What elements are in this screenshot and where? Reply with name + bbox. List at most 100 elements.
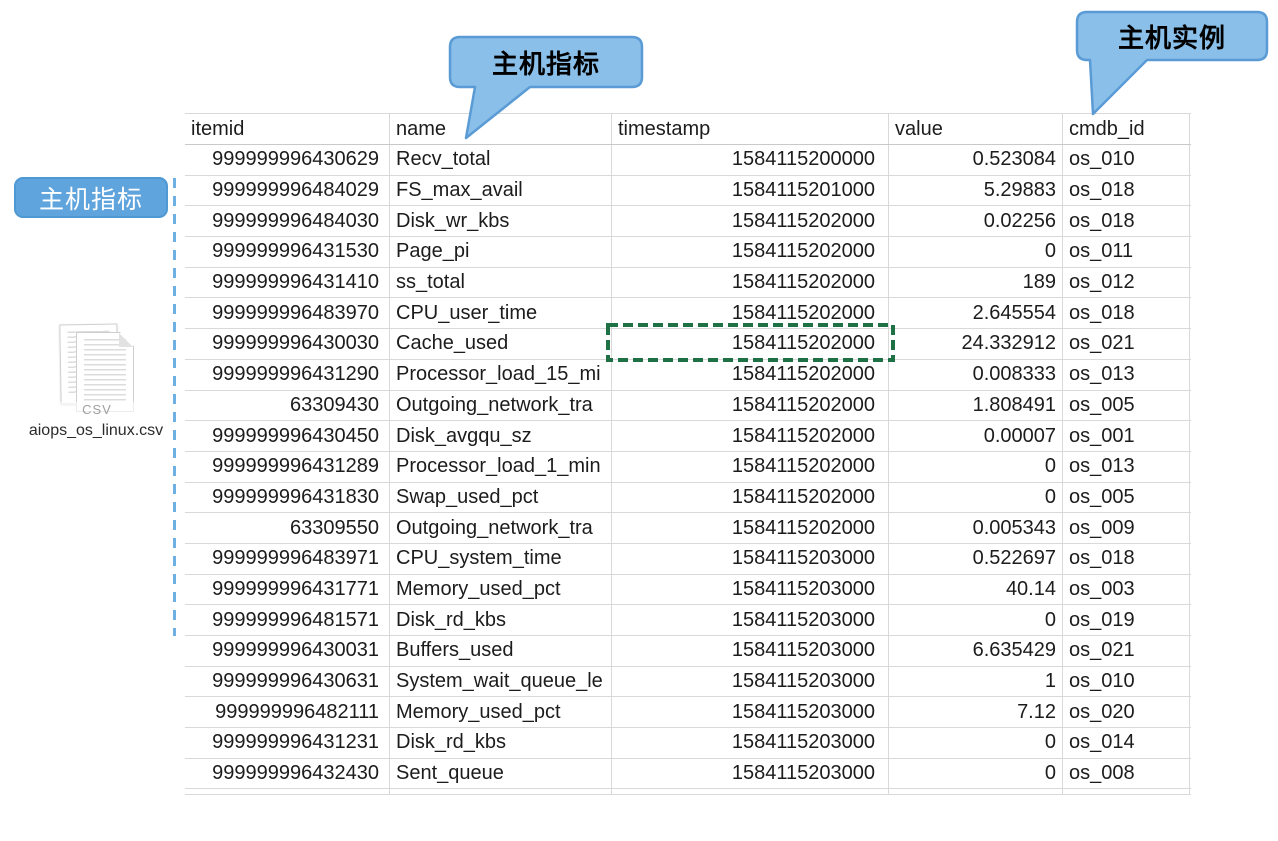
table-cell[interactable]: 2.645554 xyxy=(889,298,1063,329)
table-cell[interactable]: os_003 xyxy=(1063,574,1190,605)
table-cell[interactable]: 24.332912 xyxy=(889,329,1063,359)
table-cell[interactable]: 999999996481571 xyxy=(185,605,390,635)
table-cell[interactable]: 63309550 xyxy=(185,513,390,543)
table-cell[interactable]: os_018 xyxy=(1063,175,1190,206)
table-cell[interactable]: 1584115202000 xyxy=(612,329,889,359)
table-cell[interactable]: 0.02256 xyxy=(889,206,1063,237)
table-cell[interactable]: ss_total xyxy=(390,267,612,298)
table-cell[interactable]: 1.808491 xyxy=(889,390,1063,421)
table-cell[interactable]: 1584115200000 xyxy=(612,145,889,175)
table-cell[interactable]: os_014 xyxy=(1063,728,1190,758)
table-cell[interactable]: 999999996484030 xyxy=(185,206,390,237)
table-cell[interactable]: Outgoing_network_tra xyxy=(390,390,612,421)
table-cell[interactable]: Cache_used xyxy=(390,329,612,359)
table-cell[interactable]: 0.523084 xyxy=(889,145,1063,175)
table-cell[interactable]: os_012 xyxy=(1063,267,1190,298)
table-cell[interactable]: 1584115202000 xyxy=(612,451,889,482)
table-cell[interactable]: 999999996431410 xyxy=(185,267,390,298)
table-cell[interactable]: 0 xyxy=(889,758,1063,789)
table-cell[interactable]: os_011 xyxy=(1063,237,1190,267)
table-cell[interactable]: 0 xyxy=(889,237,1063,267)
table-cell[interactable]: 0 xyxy=(889,451,1063,482)
table-cell[interactable]: os_019 xyxy=(1063,605,1190,635)
table-cell[interactable]: 999999996430631 xyxy=(185,666,390,697)
table-cell[interactable]: os_005 xyxy=(1063,482,1190,513)
table-cell[interactable]: os_018 xyxy=(1063,543,1190,574)
table-cell[interactable]: os_005 xyxy=(1063,390,1190,421)
table-cell[interactable]: 0.008333 xyxy=(889,359,1063,390)
column-header-cmdb_id[interactable]: cmdb_id xyxy=(1063,114,1190,144)
table-cell[interactable]: 1584115203000 xyxy=(612,605,889,635)
table-cell[interactable]: 0.005343 xyxy=(889,513,1063,543)
table-cell[interactable]: 189 xyxy=(889,267,1063,298)
table-cell[interactable]: FS_max_avail xyxy=(390,175,612,206)
table-cell[interactable]: 999999996431830 xyxy=(185,482,390,513)
table-cell[interactable]: 999999996483970 xyxy=(185,298,390,329)
table-cell[interactable]: 0.00007 xyxy=(889,421,1063,451)
table-cell[interactable]: 1584115202000 xyxy=(612,390,889,421)
table-cell[interactable]: System_wait_queue_le xyxy=(390,666,612,697)
table-cell[interactable]: 1584115203000 xyxy=(612,543,889,574)
table-cell[interactable]: CPU_system_time xyxy=(390,543,612,574)
table-cell[interactable]: 999999996484029 xyxy=(185,175,390,206)
table-cell[interactable]: Memory_used_pct xyxy=(390,574,612,605)
table-cell[interactable]: 999999996432430 xyxy=(185,758,390,789)
table-cell[interactable]: os_010 xyxy=(1063,666,1190,697)
table-cell[interactable]: 1 xyxy=(889,666,1063,697)
table-cell[interactable]: Page_pi xyxy=(390,237,612,267)
table-cell[interactable]: 999999996431231 xyxy=(185,728,390,758)
table-cell[interactable]: 6.635429 xyxy=(889,636,1063,666)
table-cell[interactable]: 1584115203000 xyxy=(612,636,889,666)
table-cell[interactable]: os_008 xyxy=(1063,758,1190,789)
table-cell[interactable]: 999999996431530 xyxy=(185,237,390,267)
table-cell[interactable]: Disk_rd_kbs xyxy=(390,605,612,635)
table-cell[interactable]: os_020 xyxy=(1063,697,1190,728)
table-cell[interactable]: os_013 xyxy=(1063,359,1190,390)
table-cell[interactable]: 999999996483971 xyxy=(185,543,390,574)
table-cell[interactable]: 0 xyxy=(889,605,1063,635)
table-cell[interactable]: Disk_avgqu_sz xyxy=(390,421,612,451)
table-cell[interactable]: Swap_used_pct xyxy=(390,482,612,513)
table-cell[interactable]: Outgoing_network_tra xyxy=(390,513,612,543)
table-cell[interactable]: os_001 xyxy=(1063,421,1190,451)
table-cell[interactable]: 0 xyxy=(889,482,1063,513)
table-cell[interactable]: 999999996430030 xyxy=(185,329,390,359)
table-cell[interactable]: 7.12 xyxy=(889,697,1063,728)
table-cell[interactable]: 1584115202000 xyxy=(612,482,889,513)
table-cell[interactable]: 1584115201000 xyxy=(612,175,889,206)
column-header-name[interactable]: name xyxy=(390,114,612,144)
table-cell[interactable]: 1584115202000 xyxy=(612,267,889,298)
table-cell[interactable]: 999999996431289 xyxy=(185,451,390,482)
column-header-itemid[interactable]: itemid xyxy=(185,114,390,144)
column-header-timestamp[interactable]: timestamp xyxy=(612,114,889,144)
table-cell[interactable]: Processor_load_1_min xyxy=(390,451,612,482)
table-cell[interactable]: os_009 xyxy=(1063,513,1190,543)
table-cell[interactable]: 1584115203000 xyxy=(612,697,889,728)
table-cell[interactable]: 999999996430450 xyxy=(185,421,390,451)
table-cell[interactable]: 999999996430031 xyxy=(185,636,390,666)
table-cell[interactable]: 0.522697 xyxy=(889,543,1063,574)
table-cell[interactable]: Processor_load_15_mi xyxy=(390,359,612,390)
table-cell[interactable]: os_021 xyxy=(1063,329,1190,359)
table-cell[interactable]: Sent_queue xyxy=(390,758,612,789)
table-cell[interactable]: Disk_rd_kbs xyxy=(390,728,612,758)
table-cell[interactable]: 5.29883 xyxy=(889,175,1063,206)
table-cell[interactable]: 40.14 xyxy=(889,574,1063,605)
table-cell[interactable]: 1584115203000 xyxy=(612,728,889,758)
table-cell[interactable]: os_010 xyxy=(1063,145,1190,175)
table-cell[interactable]: os_021 xyxy=(1063,636,1190,666)
table-cell[interactable]: 1584115202000 xyxy=(612,359,889,390)
table-cell[interactable]: 1584115203000 xyxy=(612,758,889,789)
table-cell[interactable]: 999999996430629 xyxy=(185,145,390,175)
table-cell[interactable]: os_018 xyxy=(1063,298,1190,329)
table-cell[interactable]: os_018 xyxy=(1063,206,1190,237)
table-cell[interactable]: 1584115203000 xyxy=(612,666,889,697)
table-cell[interactable]: 1584115202000 xyxy=(612,421,889,451)
table-cell[interactable]: 0 xyxy=(889,728,1063,758)
table-cell[interactable]: 999999996431290 xyxy=(185,359,390,390)
table-cell[interactable]: Buffers_used xyxy=(390,636,612,666)
table-cell[interactable]: 63309430 xyxy=(185,390,390,421)
table-cell[interactable]: Memory_used_pct xyxy=(390,697,612,728)
table-cell[interactable]: 1584115202000 xyxy=(612,237,889,267)
table-cell[interactable]: os_013 xyxy=(1063,451,1190,482)
